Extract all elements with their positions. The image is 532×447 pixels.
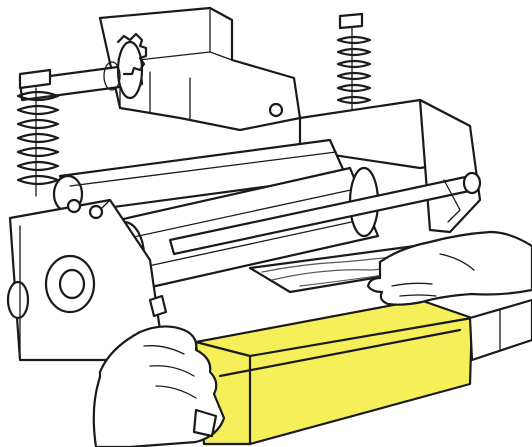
hand-icon <box>366 230 532 306</box>
gear-icon <box>18 32 148 102</box>
highlighted-guard <box>194 298 474 446</box>
table-rail <box>468 298 532 362</box>
hand-icon-left <box>92 325 226 447</box>
end-housing-left <box>6 198 162 362</box>
front-rod <box>168 171 482 256</box>
bolts <box>66 102 461 318</box>
spring-icon <box>16 68 60 197</box>
spring-icon-right <box>336 12 372 111</box>
